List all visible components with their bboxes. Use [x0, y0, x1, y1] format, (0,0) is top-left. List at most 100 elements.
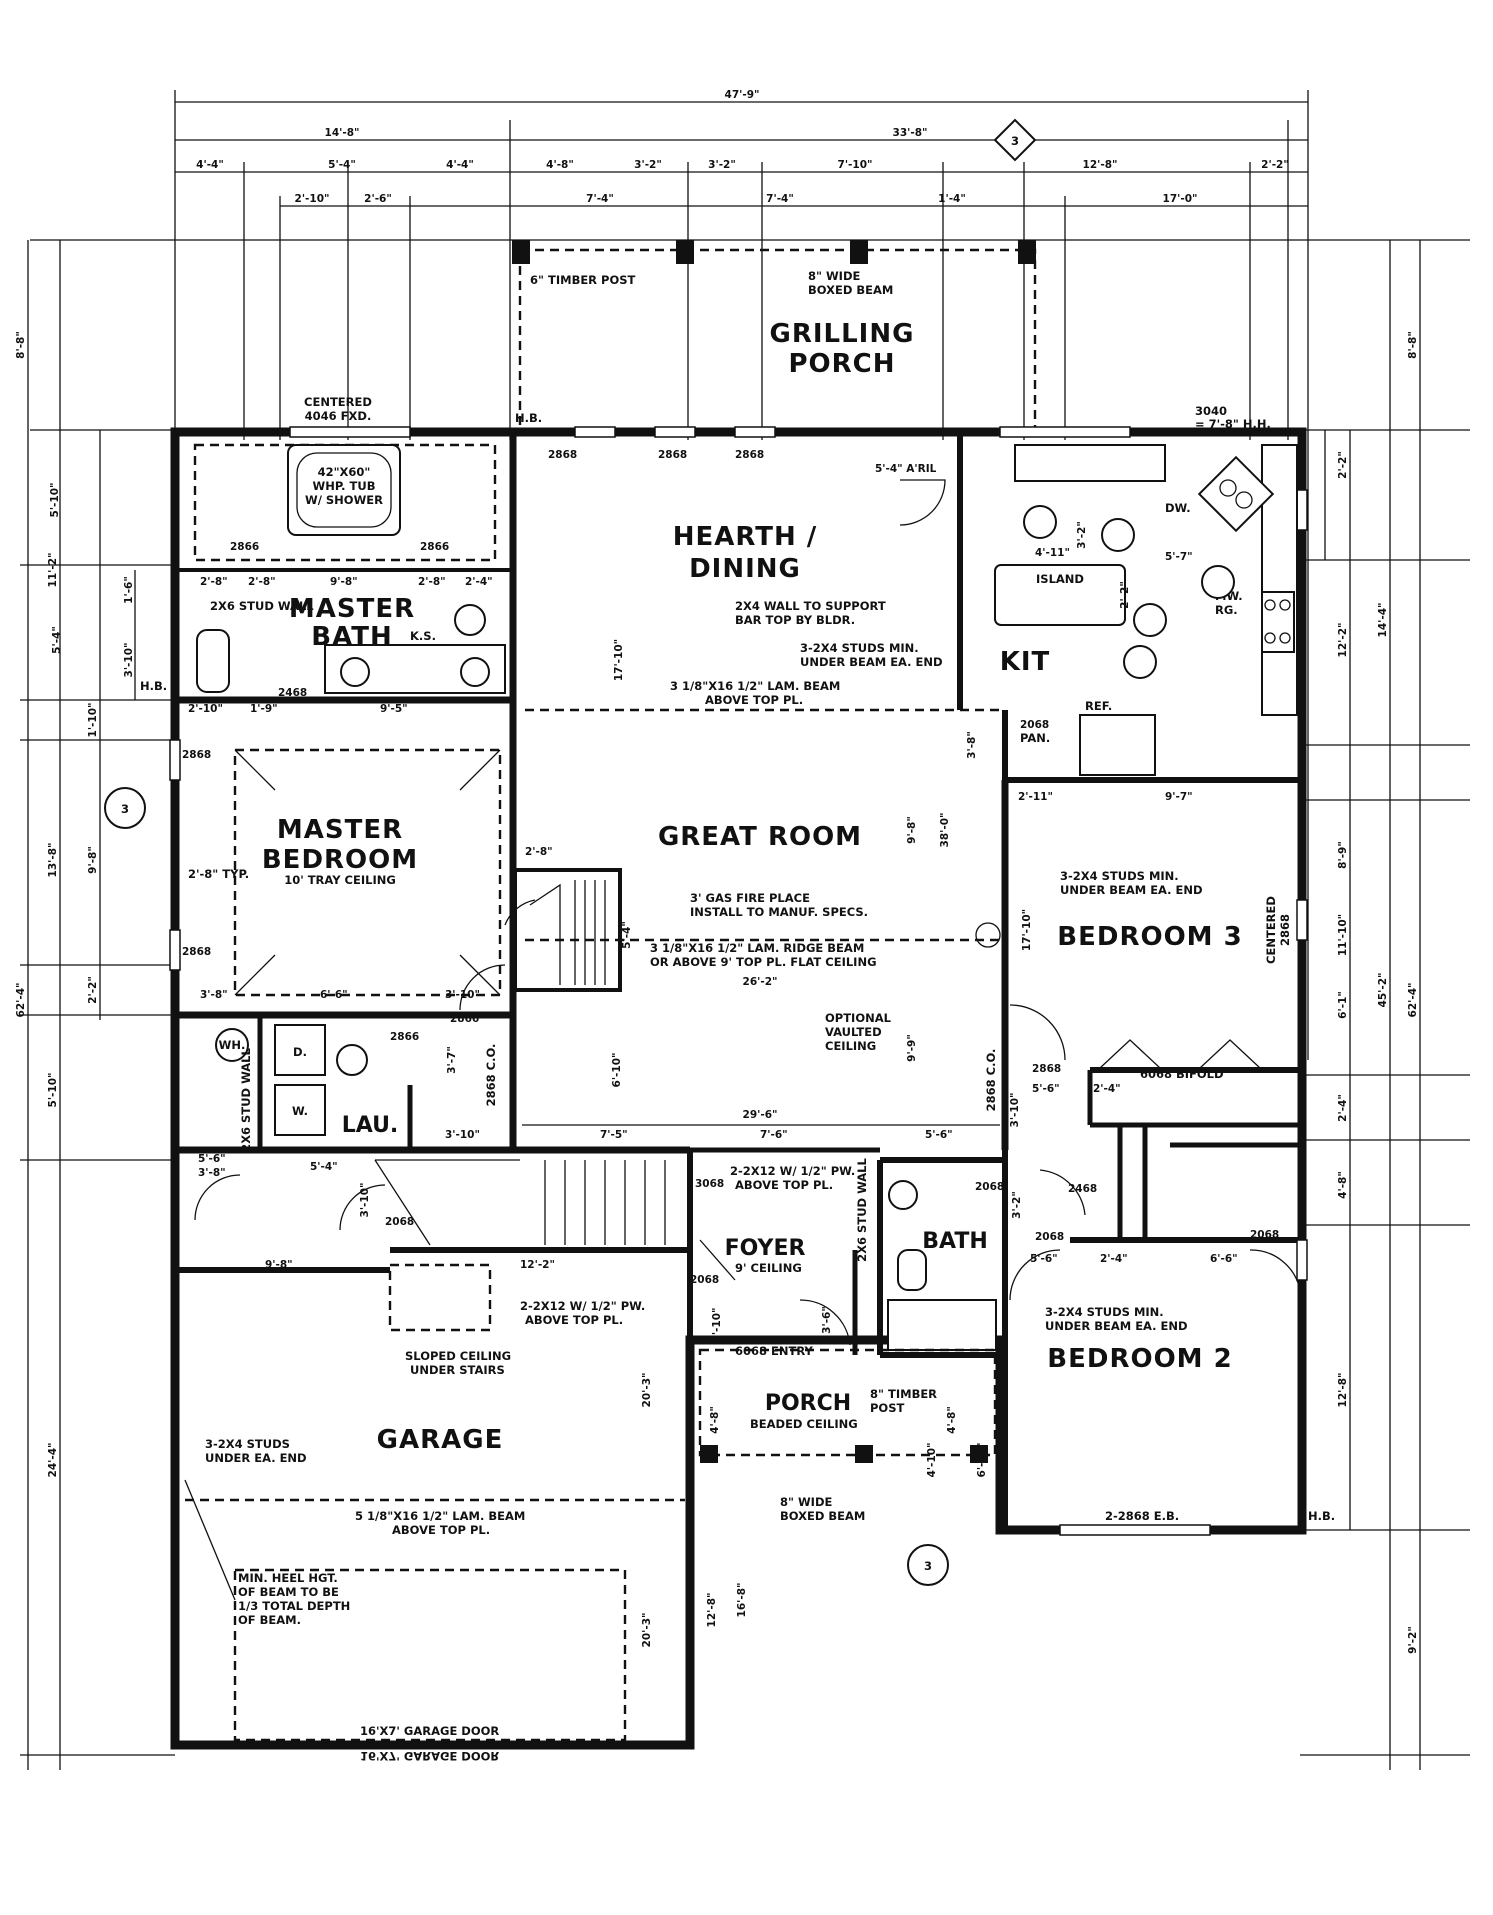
- porch-post-3: [970, 1445, 988, 1463]
- dim-k22: 2'-2": [1119, 581, 1131, 609]
- dim-mb-66: 6'-6": [320, 989, 348, 1001]
- dim-right-k: 9'-2": [1407, 1626, 1419, 1654]
- note-hb-bottom: H.B.: [1308, 1509, 1335, 1523]
- dim-w2868-a: 2868: [548, 449, 577, 461]
- dim-b3-310: 3'-10": [1009, 1093, 1021, 1128]
- note-lam-beam-2: ABOVE TOP PL.: [705, 693, 803, 707]
- note-pan: PAN.: [1020, 731, 1050, 745]
- note-sloped-1: SLOPED CEILING: [405, 1349, 511, 1363]
- note-lau-wall: 2X6 STUD WALL: [239, 1048, 253, 1152]
- note-studs-b3-2: UNDER BEAM EA. END: [1060, 883, 1203, 897]
- water-heater: [215, 1028, 249, 1062]
- room-porch: PORCH: [765, 1391, 851, 1416]
- dim-b3-2868: 2868: [1032, 1063, 1061, 1075]
- sink-1: [340, 657, 370, 687]
- dim-r2-a: 2'-10": [295, 193, 330, 205]
- dim-b3-56: 5'-6": [1032, 1083, 1060, 1095]
- dim-r2-b: 2'-6": [364, 193, 392, 205]
- dim-gr-610: 6'-10": [611, 1053, 623, 1088]
- light-fixture-mb: [454, 604, 486, 636]
- dim-left-f: 3'-10": [123, 643, 135, 678]
- dim-right-a: 8'-8": [1407, 331, 1419, 359]
- dim-gr-99: 9'-9": [906, 1034, 918, 1062]
- dim-b2-2068: 2068: [1035, 1231, 1064, 1243]
- bath-toilet: [897, 1249, 927, 1291]
- note-wall-support-1: 2X4 WALL TO SUPPORT: [735, 599, 886, 613]
- side-dimension-lines: [20, 240, 1470, 1770]
- right-dimension-text: 8'-8" 2'-2" 14'-4" 12'-2" 8'-9" 11'-10" …: [1337, 331, 1419, 1654]
- dim-bt-2068: 2068: [975, 1181, 1004, 1193]
- whirlpool-tub: [287, 444, 401, 536]
- porch-post-2: [855, 1445, 873, 1463]
- dim-f-2068: 2068: [690, 1274, 719, 1286]
- note-garage-studs-1: 3-2X4 STUDS: [205, 1437, 290, 1451]
- dim-left-overall: 62'-4": [15, 983, 27, 1018]
- room-foyer: FOYER: [725, 1236, 806, 1261]
- dim-gar-203: 20'-3": [641, 1373, 653, 1408]
- dim-w2868-c: 2868: [735, 449, 764, 461]
- dim-b3-24: 2'-4": [1093, 1083, 1121, 1095]
- master-bath: 42"X60" WHP. TUB W/ SHOWER CENTERED 4046…: [140, 395, 542, 699]
- room-kit: KIT: [1000, 647, 1051, 677]
- dim-right-j: 12'-8": [1337, 1373, 1349, 1408]
- dim-mb-98: 9'-8": [330, 576, 358, 588]
- note-wall-support-2: BAR TOP BY BLDR.: [735, 613, 855, 627]
- dim-st-54: 5'-4": [621, 921, 633, 949]
- room-master-bath-1: MASTER: [289, 594, 415, 624]
- note-foyer-beam2-1: 2-2X12 W/ 1/2" PW.: [520, 1299, 645, 1313]
- note-centered-2: 4046 FXD.: [305, 409, 372, 423]
- post-3: [850, 240, 868, 264]
- room-bath: BATH: [922, 1229, 988, 1254]
- light-fixture-lau: [336, 1044, 368, 1076]
- dim-right-c: 14'-4": [1377, 603, 1389, 638]
- note-hb-top: H.B.: [515, 411, 542, 425]
- note-garage-beam-2: ABOVE TOP PL.: [392, 1523, 490, 1537]
- dim-right-total: 33'-8": [893, 127, 928, 139]
- note-studs-kit-2: UNDER BEAM EA. END: [800, 655, 943, 669]
- dim-right-d: 12'-2": [1337, 623, 1349, 658]
- dim-lau-37: 3'-7": [446, 1046, 458, 1074]
- dim-r2-d: 7'-4": [766, 193, 794, 205]
- section-marker-top: 3: [993, 118, 1037, 162]
- dim-g-98: 9'-8": [265, 1259, 293, 1271]
- note-gas-fp-2: INSTALL TO MANUF. SPECS.: [690, 905, 868, 919]
- dim-mb-2868b: 2868: [182, 946, 211, 958]
- sink-2: [460, 657, 490, 687]
- dim-left-l: 24'-4": [47, 1443, 59, 1478]
- note-porch-post-1: 8" TIMBER: [870, 1387, 937, 1401]
- section-top-label: 3: [1011, 134, 1019, 148]
- note-garage-beam-1: 5 1/8"X16 1/2" LAM. BEAM: [355, 1509, 525, 1523]
- section-bottom-label: 3: [924, 1559, 932, 1573]
- dim-mb-38: 3'-8": [200, 989, 228, 1001]
- note-stud-wall-mb: 2X6 STUD WALL: [210, 599, 314, 613]
- note-porch-post-2: POST: [870, 1401, 904, 1415]
- section-marker-left: [104, 787, 146, 829]
- note-boxed-beam-2: BOXED BEAM: [808, 283, 893, 297]
- post-1: [512, 240, 530, 264]
- windows: [169, 426, 1308, 1536]
- interior-walls: [175, 432, 1302, 1530]
- dim-lau-2866b: 2866: [450, 1013, 479, 1025]
- note-sloped-2: UNDER STAIRS: [410, 1363, 505, 1377]
- note-foyer-wall: 2X6 STUD WALL: [855, 1158, 869, 1262]
- dim-gr-98: 9'-8": [906, 816, 918, 844]
- note-porch-beam-2: BOXED BEAM: [780, 1509, 865, 1523]
- light-fixture-k3: [1201, 565, 1235, 599]
- room-grilling-porch-1: GRILLING: [770, 319, 915, 349]
- dim-gr-75a: 7'-5": [600, 1129, 628, 1141]
- section-left-label: 3: [121, 802, 129, 816]
- dim-g-122: 12'-2": [520, 1259, 555, 1271]
- room-master-bedroom-2: BEDROOM: [262, 845, 418, 875]
- dim-r1-e: 3'-2": [634, 159, 662, 171]
- dim-right-g: 6'-1": [1337, 991, 1349, 1019]
- room-master-bath-2: BATH: [311, 622, 392, 652]
- dim-p-610: 6'-10": [976, 1443, 988, 1478]
- dim-g-2068: 2068: [385, 1216, 414, 1228]
- dim-r1-f: 3'-2": [708, 159, 736, 171]
- dim-p-46b: 4'-8": [946, 1406, 958, 1434]
- dim-lau-2866: 2866: [390, 1031, 419, 1043]
- dim-w2868-b: 2868: [658, 449, 687, 461]
- dim-mb-28b: 2'-8": [248, 576, 276, 588]
- note-vaulted-1: OPTIONAL: [825, 1011, 892, 1025]
- note-foyer-beam-2: ABOVE TOP PL.: [735, 1178, 833, 1192]
